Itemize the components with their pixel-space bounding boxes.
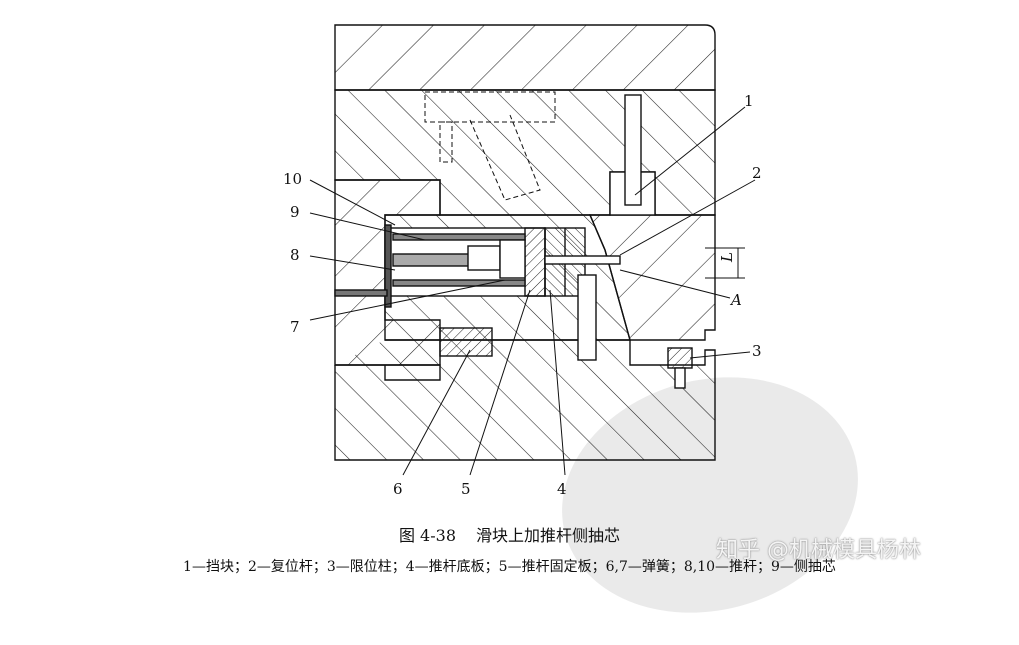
side-core-9	[392, 253, 474, 267]
spring-6	[439, 327, 493, 357]
label-7: 7	[290, 318, 300, 336]
figure-legend: 1—挡块；2—复位杆；3—限位柱；4—推杆底板；5—推杆固定板；6,7—弹簧；8…	[183, 559, 836, 575]
label-5: 5	[461, 480, 471, 498]
mold-section-diagram: 1 2 3 4 5 6 7 8 9 10 L A	[283, 24, 762, 498]
label-8: 8	[290, 246, 300, 264]
limit-post-3	[667, 347, 693, 369]
label-1: 1	[744, 92, 754, 110]
figure-caption: 图 4-38 滑块上加推杆侧抽芯	[0, 522, 1019, 546]
figure-number: 图 4-38	[398, 526, 457, 545]
label-2: 2	[752, 164, 762, 182]
top-plate	[334, 24, 716, 91]
label-4: 4	[557, 480, 567, 498]
ejector-pin-10	[392, 233, 526, 241]
product-wall	[334, 289, 388, 297]
point-A: A	[729, 291, 742, 309]
label-3: 3	[752, 342, 762, 360]
bolt-top	[624, 94, 642, 206]
label-9: 9	[290, 203, 300, 221]
label-6: 6	[393, 480, 403, 498]
bolt-middle	[577, 274, 597, 361]
ejector-retainer-plate	[524, 227, 546, 297]
ejector-pin-8	[392, 279, 526, 287]
label-10: 10	[283, 170, 302, 188]
figure-title: 滑块上加推杆侧抽芯	[476, 526, 621, 545]
watermark-text: 知乎 @机械模具杨林	[716, 538, 921, 563]
dimension-L: L	[718, 252, 736, 263]
bottom-plate	[334, 339, 716, 461]
spring-7	[499, 239, 526, 279]
sheet-plate	[384, 224, 392, 308]
pin-head	[467, 245, 501, 271]
core-block	[588, 214, 716, 341]
reset-rod-2	[544, 255, 621, 265]
